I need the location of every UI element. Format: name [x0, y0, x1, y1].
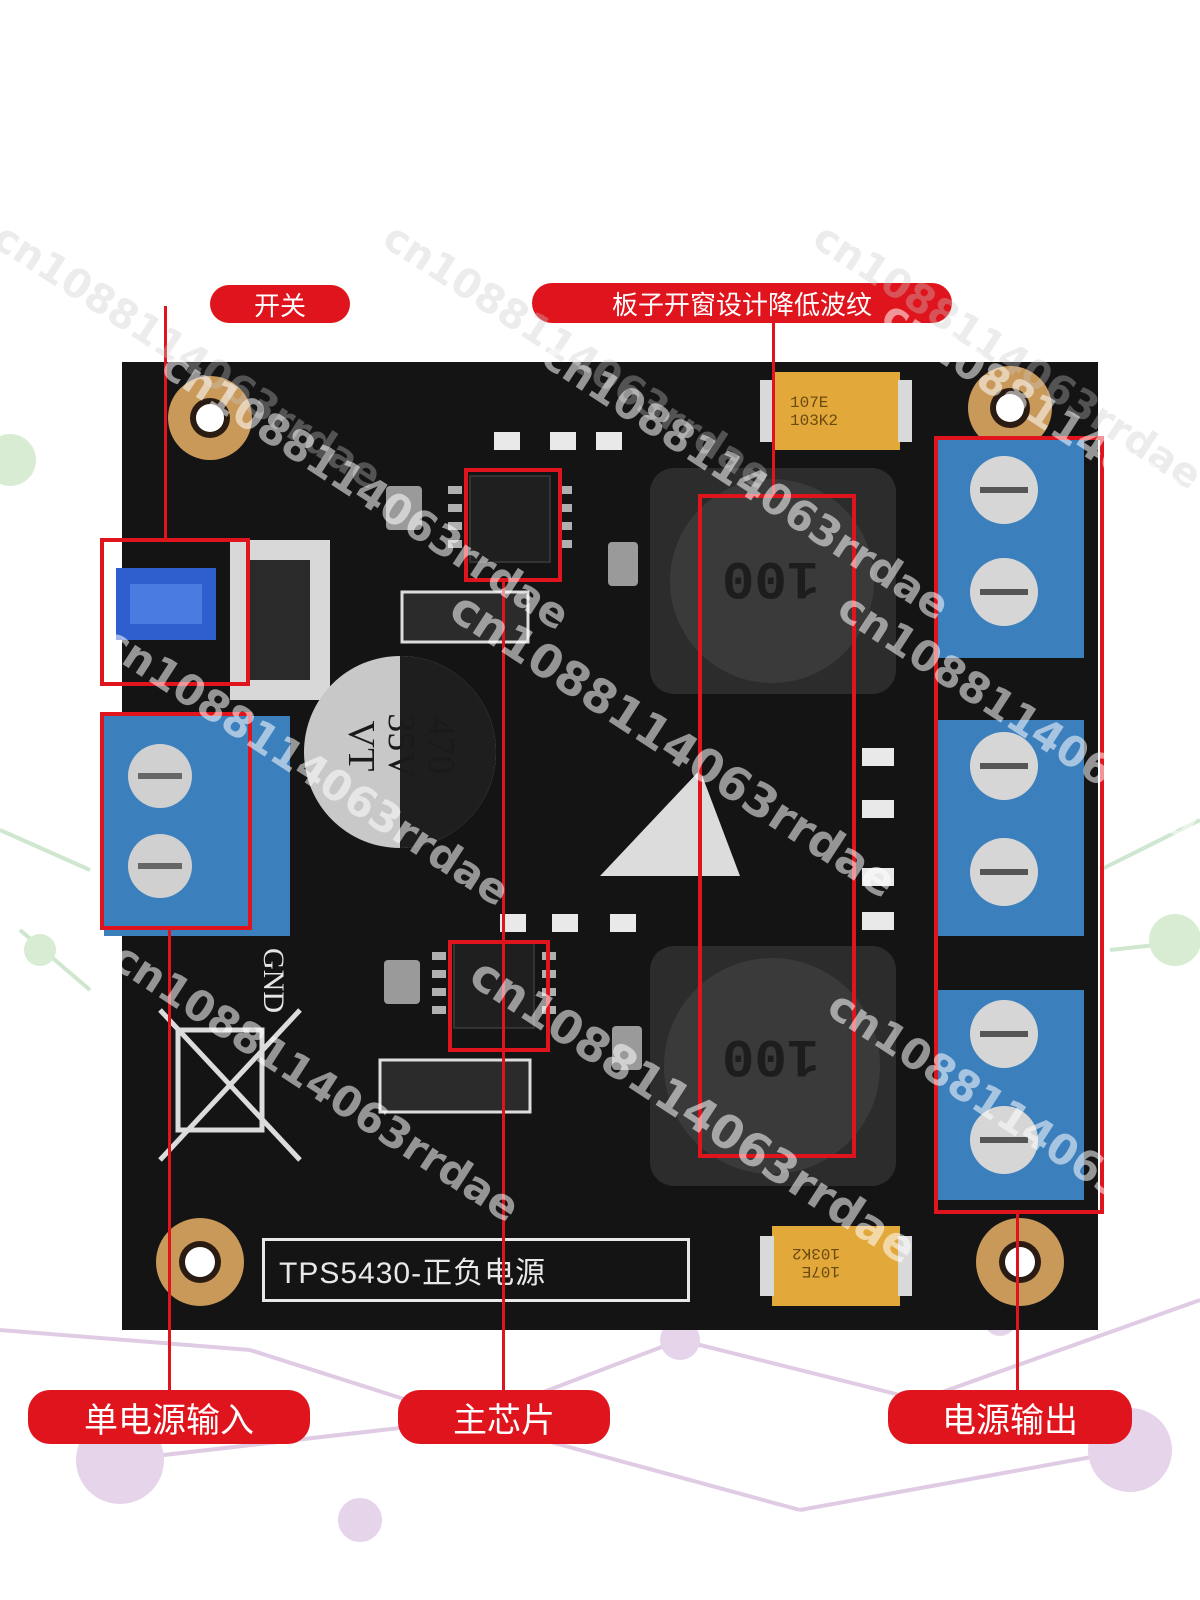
diode-d1 — [378, 1058, 532, 1114]
chip-leader-line — [502, 582, 505, 1390]
gnd-silkscreen: GND — [257, 948, 290, 1013]
tantalum-bottom-line-2: 103K2 — [792, 1244, 841, 1262]
callout-single-input: 单电源输入 — [28, 1390, 310, 1444]
board-label: TPS5430-正负电源 — [262, 1238, 690, 1302]
diode-d2 — [400, 590, 530, 644]
tantalum-cap-bottom — [772, 1226, 900, 1306]
capacitor-marking: 470 35V VT — [340, 681, 462, 811]
callout-switch: 开关 — [210, 285, 350, 323]
main-chip-bottom — [453, 941, 535, 1029]
capacitor-series: VT — [340, 720, 382, 772]
window-leader-line — [772, 322, 775, 494]
output-terminal-blocks — [936, 438, 1084, 1200]
chip-bottom-highlight-box — [448, 940, 550, 1052]
tantalum-cap-top — [772, 372, 900, 450]
tantalum-top-marking: 107E 103K2 — [790, 394, 838, 430]
input-leader-line — [168, 930, 171, 1392]
capacitor-voltage: 35V — [380, 713, 422, 779]
switch-highlight-box — [100, 538, 250, 686]
main-chip-top — [469, 475, 551, 563]
switch-leader-line — [164, 306, 167, 538]
tantalum-bottom-line-1: 107E — [801, 1262, 841, 1280]
inductor-highlight-box — [698, 494, 856, 1158]
input-terminal-block — [104, 716, 290, 936]
tantalum-top-line-2: 103K2 — [790, 412, 839, 430]
chip-top-highlight-box — [464, 468, 562, 582]
callout-main-chip: 主芯片 — [398, 1390, 610, 1444]
output-leader-line — [1016, 1214, 1019, 1390]
callout-power-output: 电源输出 — [888, 1390, 1132, 1444]
tantalum-bottom-marking: 107E 103K2 — [792, 1244, 840, 1280]
input-highlight-box — [100, 712, 252, 930]
output-highlight-box — [934, 436, 1104, 1214]
callout-window-design: 板子开窗设计降低波纹 — [532, 283, 952, 323]
capacitor-value: 470 — [420, 717, 462, 775]
tantalum-top-line-1: 107E — [790, 394, 829, 412]
